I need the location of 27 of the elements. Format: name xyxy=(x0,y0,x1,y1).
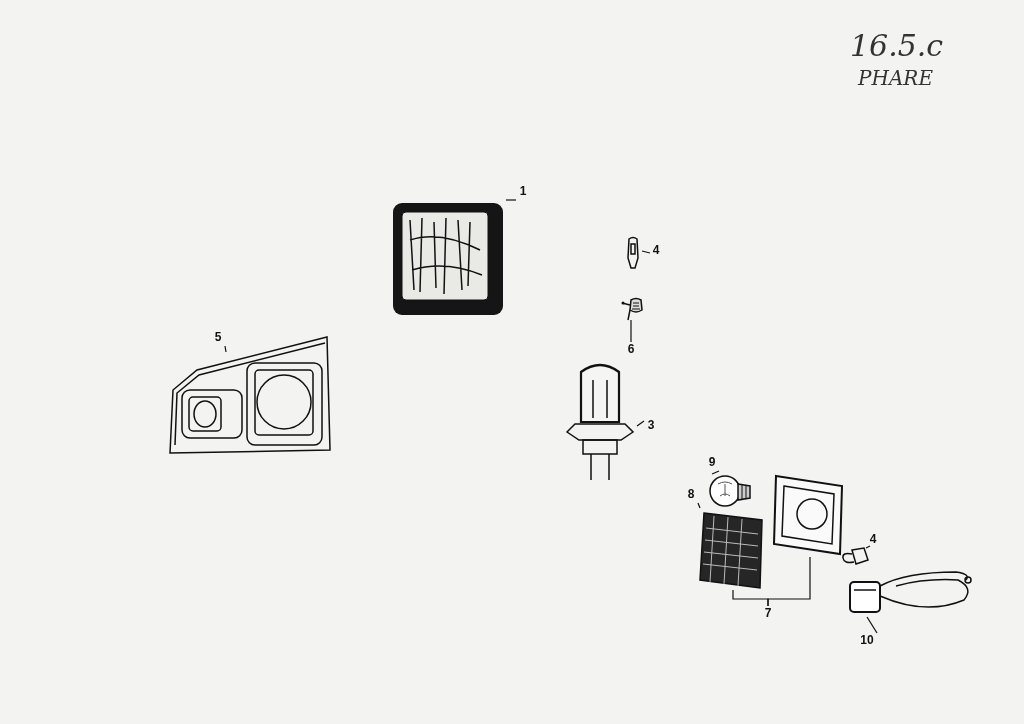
bulb-drawing xyxy=(840,546,870,566)
leader-line xyxy=(865,545,871,549)
callout-number: 1 xyxy=(516,184,530,200)
bulb-drawing xyxy=(625,236,642,270)
leader-line xyxy=(505,199,517,201)
callout-number: 7 xyxy=(761,606,775,622)
leader-line xyxy=(636,420,645,427)
leader-line xyxy=(224,345,227,353)
callout-number: 9 xyxy=(705,455,719,471)
leader-line xyxy=(641,250,651,254)
handwritten-note: 16.5.c xyxy=(850,28,944,63)
callout-number: 10 xyxy=(857,633,877,649)
headlamp-drawing xyxy=(390,200,506,318)
leader-line xyxy=(711,470,720,475)
callout-number: 3 xyxy=(644,418,658,434)
leader-line xyxy=(767,556,811,607)
callout-number: 4 xyxy=(650,243,662,259)
bulb-socket-drawing xyxy=(620,298,646,320)
leader-line xyxy=(630,319,632,343)
callout-number: 8 xyxy=(684,487,698,503)
handwritten-note: PHARE xyxy=(858,66,933,90)
bulb-drawing xyxy=(708,474,753,507)
leader-line xyxy=(866,616,878,634)
callout-number: 6 xyxy=(624,342,638,358)
callout-number: 4 xyxy=(866,532,880,548)
leader-line xyxy=(697,502,701,509)
callout-number: 5 xyxy=(211,330,225,346)
